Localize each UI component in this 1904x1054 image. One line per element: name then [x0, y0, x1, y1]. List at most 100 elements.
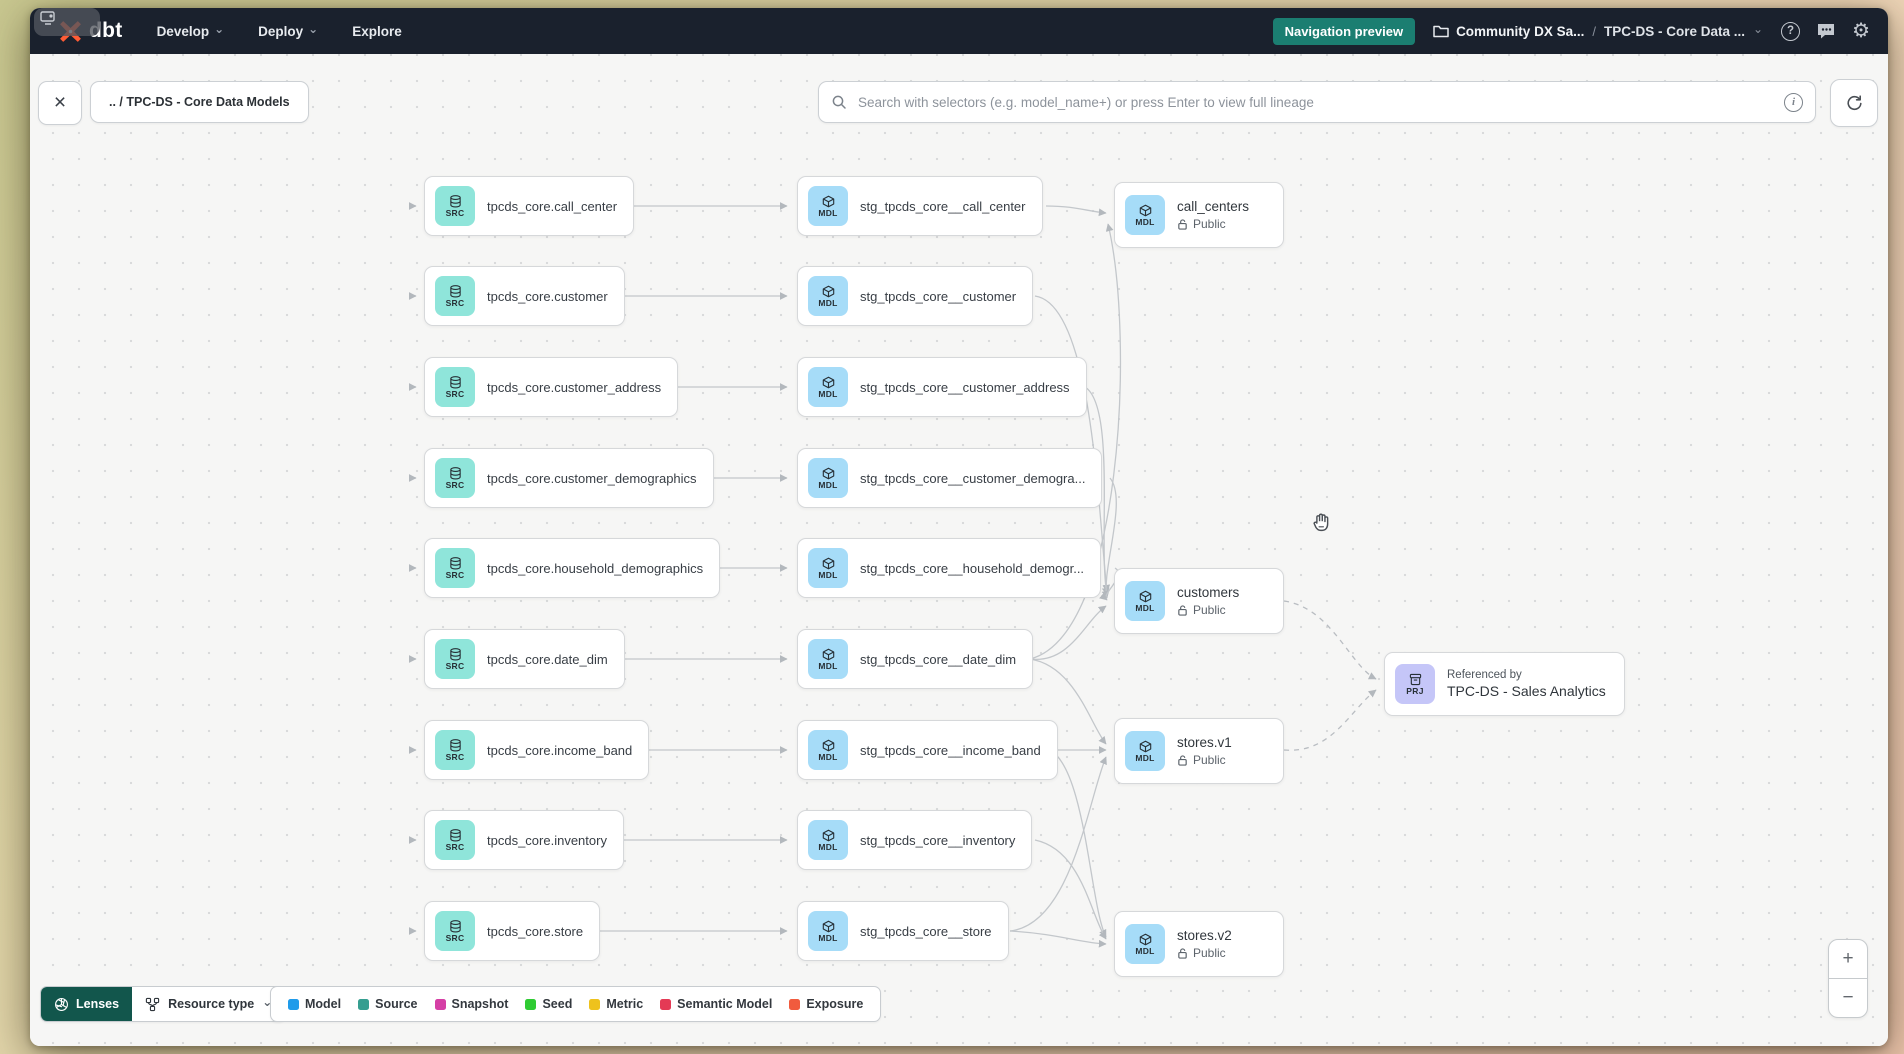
source-node-household-demographics[interactable]: SRC tpcds_core.household_demographics — [424, 538, 721, 598]
legend-item-source: Source — [358, 997, 418, 1011]
source-badge: SRC — [435, 548, 475, 588]
nav-menu: Develop⌄ Deploy⌄ Explore — [156, 22, 402, 39]
cube-icon — [822, 467, 834, 479]
project-name: TPC-DS - Sales Analytics — [1447, 683, 1606, 699]
zoom-in-button[interactable]: + — [1842, 948, 1854, 969]
cube-icon — [822, 648, 834, 660]
lock-icon — [1178, 604, 1187, 616]
source-badge: SRC — [435, 820, 475, 860]
source-node-customer[interactable]: SRC tpcds_core.customer — [424, 266, 625, 326]
refresh-button[interactable] — [1830, 79, 1878, 127]
breadcrumb-project[interactable]: Community DX Sa... — [1456, 23, 1585, 39]
access-badge: Public — [1177, 753, 1232, 767]
source-node-customer-address[interactable]: SRC tpcds_core.customer_address — [424, 357, 679, 417]
model-node-stg-inventory[interactable]: MDL stg_tpcds_core__inventory — [797, 810, 1033, 870]
database-icon — [449, 828, 461, 841]
cube-icon — [1139, 933, 1151, 945]
chevron-down-icon: ⌄ — [308, 22, 319, 36]
top-navbar: dbt Develop⌄ Deploy⌄ Explore Navigation … — [30, 8, 1888, 54]
model-node-stg-household-demographics[interactable]: MDL stg_tpcds_core__household_demogr... — [797, 538, 1102, 598]
app-window: dbt Develop⌄ Deploy⌄ Explore Navigation … — [30, 8, 1888, 1046]
model-node-stg-customer-demographics[interactable]: MDL stg_tpcds_core__customer_demogra... — [797, 448, 1103, 508]
nav-item-deploy[interactable]: Deploy⌄ — [258, 22, 319, 39]
archive-box-icon — [1409, 673, 1421, 685]
gear-icon[interactable]: ⚙ — [1852, 20, 1870, 42]
model-node-stores-v1[interactable]: MDL stores.v1 Public — [1114, 718, 1284, 784]
refresh-icon — [1846, 94, 1862, 110]
project-badge: PRJ — [1395, 664, 1435, 704]
resource-graph-icon — [145, 997, 160, 1011]
zoom-out-button[interactable]: − — [1842, 987, 1854, 1008]
source-node-inventory[interactable]: SRC tpcds_core.inventory — [424, 810, 624, 870]
model-node-stg-date-dim[interactable]: MDL stg_tpcds_core__date_dim — [797, 629, 1034, 689]
model-node-customers[interactable]: MDL customers Public — [1114, 568, 1284, 634]
model-node-stg-store[interactable]: MDL stg_tpcds_core__store — [797, 901, 1009, 961]
help-icon[interactable]: ? — [1781, 21, 1801, 41]
close-button[interactable]: × — [38, 81, 82, 125]
feedback-icon[interactable] — [1816, 22, 1836, 40]
source-node-income-band[interactable]: SRC tpcds_core.income_band — [424, 720, 650, 780]
source-badge: SRC — [435, 730, 475, 770]
model-badge: MDL — [1125, 581, 1165, 621]
zoom-divider — [1829, 978, 1867, 979]
legend-swatch — [358, 998, 370, 1010]
model-node-stg-call-center[interactable]: MDL stg_tpcds_core__call_center — [797, 176, 1043, 236]
model-badge: MDL — [808, 458, 848, 498]
nav-item-explore[interactable]: Explore — [352, 23, 402, 39]
legend-swatch — [789, 998, 801, 1010]
model-badge: MDL — [808, 911, 848, 951]
model-badge: MDL — [808, 367, 848, 407]
info-icon[interactable]: i — [1784, 92, 1803, 112]
source-badge: SRC — [435, 276, 475, 316]
model-node-stg-customer[interactable]: MDL stg_tpcds_core__customer — [797, 266, 1034, 326]
source-badge: SRC — [435, 367, 475, 407]
access-badge: Public — [1177, 946, 1232, 960]
resource-type-dropdown[interactable]: Resource type ⌄ — [132, 987, 286, 1021]
source-node-customer-demographics[interactable]: SRC tpcds_core.customer_demographics — [424, 448, 714, 508]
database-icon — [449, 375, 461, 388]
lenses-control-group: Lenses Resource type ⌄ — [40, 986, 287, 1022]
cube-icon — [1139, 590, 1151, 602]
lineage-canvas[interactable] — [30, 54, 1888, 1046]
account-breadcrumb[interactable]: Community DX Sa... / TPC-DS - Core Data … — [1433, 22, 1764, 39]
source-node-date-dim[interactable]: SRC tpcds_core.date_dim — [424, 629, 625, 689]
model-node-call-centers[interactable]: MDL call_centers Public — [1114, 182, 1284, 248]
cube-icon — [1139, 204, 1151, 216]
referenced-by-label: Referenced by — [1447, 669, 1522, 681]
legend-item-semantic-model: Semantic Model — [660, 997, 772, 1011]
model-badge: MDL — [1125, 195, 1165, 235]
database-icon — [449, 738, 461, 751]
search-input[interactable] — [856, 93, 1784, 111]
lenses-button[interactable]: Lenses — [41, 987, 133, 1021]
nav-item-develop[interactable]: Develop⌄ — [156, 22, 225, 39]
project-node-sales-analytics[interactable]: PRJ Referenced by TPC-DS - Sales Analyti… — [1384, 652, 1625, 716]
lineage-breadcrumb[interactable]: .. / TPC-DS - Core Data Models — [90, 81, 309, 123]
breadcrumb-separator: / — [1592, 23, 1596, 39]
model-badge: MDL — [808, 548, 848, 588]
zoom-controls: + − — [1828, 939, 1868, 1018]
model-node-stg-income-band[interactable]: MDL stg_tpcds_core__income_band — [797, 720, 1058, 780]
source-badge: SRC — [435, 186, 475, 226]
legend-swatch — [525, 998, 537, 1010]
source-node-store[interactable]: SRC tpcds_core.store — [424, 901, 601, 961]
legend-swatch — [434, 998, 446, 1010]
breadcrumb-page[interactable]: TPC-DS - Core Data ... — [1603, 23, 1745, 39]
legend-item-metric: Metric — [589, 997, 643, 1011]
model-badge: MDL — [1125, 731, 1165, 771]
access-badge: Public — [1177, 217, 1249, 231]
cube-icon — [822, 920, 834, 932]
model-node-stores-v2[interactable]: MDL stores.v2 Public — [1114, 911, 1284, 977]
database-icon — [449, 466, 461, 479]
folder-icon — [1433, 25, 1449, 38]
database-icon — [449, 919, 461, 932]
legend-swatch — [589, 998, 601, 1010]
navigation-preview-badge[interactable]: Navigation preview — [1272, 17, 1416, 45]
database-icon — [449, 194, 461, 207]
search-icon — [832, 95, 846, 109]
cube-icon — [822, 195, 834, 207]
source-node-call-center[interactable]: SRC tpcds_core.call_center — [424, 176, 635, 236]
chevron-down-icon: ⌄ — [262, 995, 273, 1009]
cube-icon — [822, 829, 834, 841]
model-node-stg-customer-address[interactable]: MDL stg_tpcds_core__customer_address — [797, 357, 1087, 417]
chevron-down-icon[interactable]: ⌄ — [1753, 22, 1764, 36]
